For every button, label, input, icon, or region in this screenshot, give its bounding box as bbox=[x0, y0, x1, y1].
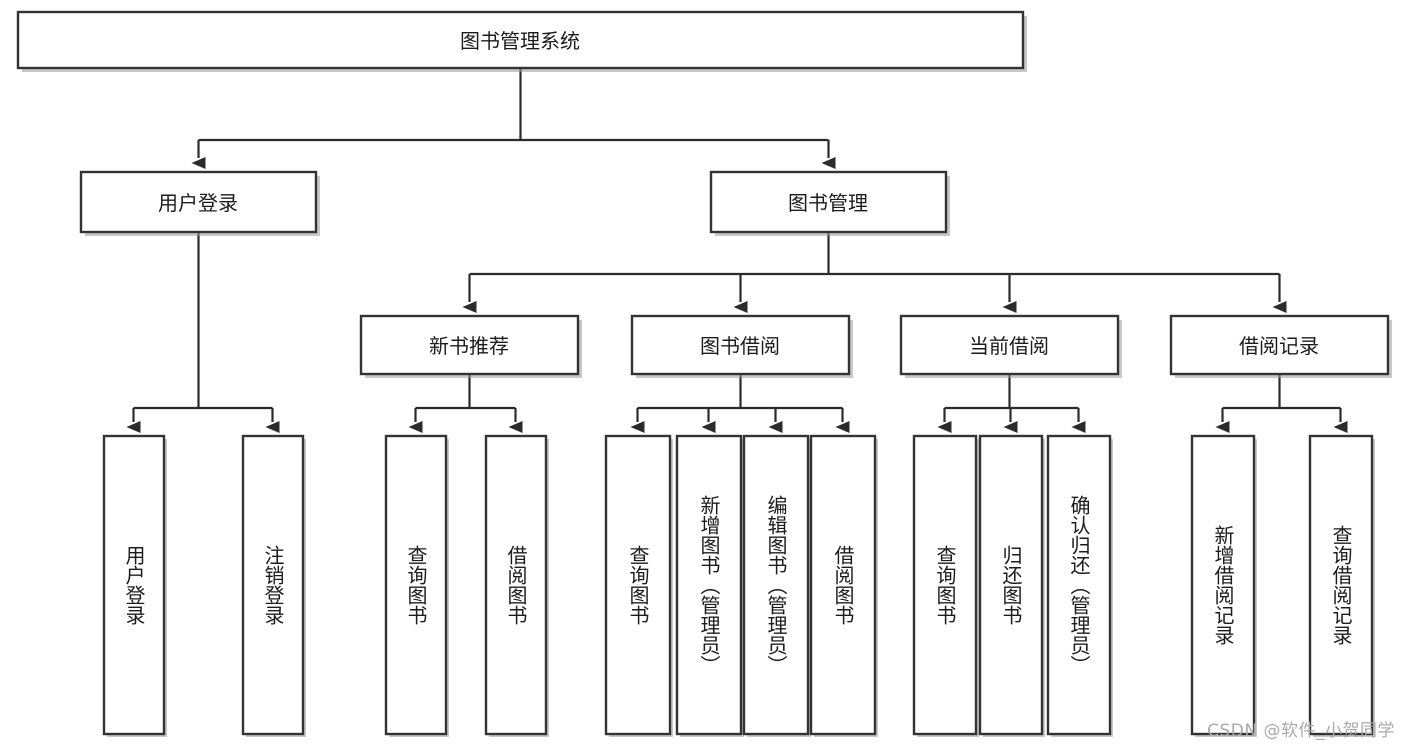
node-current-borrow[interactable]: 当前借阅 bbox=[899, 314, 1122, 378]
connector-layer bbox=[126, 68, 1348, 433]
node-leaf-user-login-label: 用户登录 bbox=[122, 545, 146, 625]
node-leaf-query-book-recommend-box bbox=[384, 434, 448, 736]
node-leaf-query-book-borrow-box bbox=[604, 434, 672, 736]
node-leaf-borrow-book[interactable]: 借阅图书 bbox=[809, 434, 878, 737]
node-leaf-confirm-return-admin-box bbox=[1046, 434, 1112, 736]
node-leaf-logout-label: 注销登录 bbox=[261, 545, 285, 625]
node-leaf-add-book-admin[interactable]: 新增图书（管理员） bbox=[675, 434, 744, 737]
node-new-book-recommend[interactable]: 新书推荐 bbox=[359, 314, 582, 378]
node-user-login[interactable]: 用户登录 bbox=[79, 170, 320, 236]
node-leaf-return-book-label: 归还图书 bbox=[999, 545, 1023, 625]
node-book-borrow-box bbox=[630, 314, 851, 376]
node-leaf-logout[interactable]: 注销登录 bbox=[241, 434, 306, 737]
node-user-login-label: 用户登录 bbox=[158, 191, 238, 215]
node-new-book-recommend-box bbox=[359, 314, 580, 376]
node-leaf-query-book-recommend[interactable]: 查询图书 bbox=[384, 434, 449, 737]
node-leaf-user-login[interactable]: 用户登录 bbox=[102, 434, 167, 737]
node-leaf-borrow-book-box bbox=[809, 434, 877, 736]
node-current-borrow-box bbox=[899, 314, 1120, 376]
node-book-management-label: 图书管理 bbox=[788, 191, 868, 215]
node-leaf-borrow-book-recommend-label: 借阅图书 bbox=[504, 545, 528, 625]
node-leaf-return-book[interactable]: 归还图书 bbox=[978, 434, 1045, 737]
node-leaf-confirm-return-admin-label: 确认归还（管理员） bbox=[1067, 495, 1091, 675]
node-leaf-logout-box bbox=[241, 434, 305, 736]
node-leaf-borrow-book-recommend[interactable]: 借阅图书 bbox=[484, 434, 549, 737]
node-leaf-borrow-book-label: 借阅图书 bbox=[831, 545, 855, 625]
node-borrow-record-label: 借阅记录 bbox=[1239, 334, 1319, 358]
node-leaf-query-book-current[interactable]: 查询图书 bbox=[912, 434, 979, 737]
node-root-box bbox=[16, 10, 1025, 70]
node-leaf-confirm-return-admin[interactable]: 确认归还（管理员） bbox=[1046, 434, 1113, 737]
node-borrow-record[interactable]: 借阅记录 bbox=[1169, 314, 1392, 378]
node-book-borrow[interactable]: 图书借阅 bbox=[630, 314, 853, 378]
node-leaf-return-book-box bbox=[978, 434, 1044, 736]
node-leaf-add-borrow-record-box bbox=[1190, 434, 1256, 736]
node-leaf-add-borrow-record-label: 新增借阅记录 bbox=[1211, 525, 1235, 645]
node-leaf-edit-book-admin-label: 编辑图书（管理员） bbox=[764, 495, 788, 675]
node-leaf-query-book-borrow[interactable]: 查询图书 bbox=[604, 434, 673, 737]
node-leaf-borrow-book-recommend-box bbox=[484, 434, 548, 736]
node-leaf-add-book-admin-box bbox=[675, 434, 743, 736]
node-root[interactable]: 图书管理系统 bbox=[16, 10, 1027, 72]
node-new-book-recommend-label: 新书推荐 bbox=[429, 334, 509, 358]
node-leaf-edit-book-admin[interactable]: 编辑图书（管理员） bbox=[742, 434, 811, 737]
node-book-borrow-label: 图书借阅 bbox=[700, 334, 780, 358]
node-leaf-edit-book-admin-box bbox=[742, 434, 810, 736]
node-leaf-query-borrow-record-box bbox=[1308, 434, 1374, 736]
node-leaf-add-borrow-record[interactable]: 新增借阅记录 bbox=[1190, 434, 1257, 737]
node-leaf-query-borrow-record-label: 查询借阅记录 bbox=[1329, 525, 1353, 645]
node-borrow-record-box bbox=[1169, 314, 1390, 376]
node-book-management-box bbox=[709, 170, 948, 234]
node-leaf-query-book-recommend-label: 查询图书 bbox=[404, 545, 428, 625]
node-leaf-query-borrow-record[interactable]: 查询借阅记录 bbox=[1308, 434, 1375, 737]
node-leaf-query-book-borrow-label: 查询图书 bbox=[626, 545, 650, 625]
node-leaf-add-book-admin-label: 新增图书（管理员） bbox=[697, 495, 721, 675]
node-current-borrow-label: 当前借阅 bbox=[969, 334, 1049, 358]
node-user-login-box bbox=[79, 170, 318, 234]
node-root-label: 图书管理系统 bbox=[460, 29, 580, 53]
node-leaf-user-login-box bbox=[102, 434, 166, 736]
node-leaf-query-book-current-box bbox=[912, 434, 978, 736]
node-leaf-query-book-current-label: 查询图书 bbox=[933, 545, 957, 625]
node-book-management[interactable]: 图书管理 bbox=[709, 170, 950, 236]
